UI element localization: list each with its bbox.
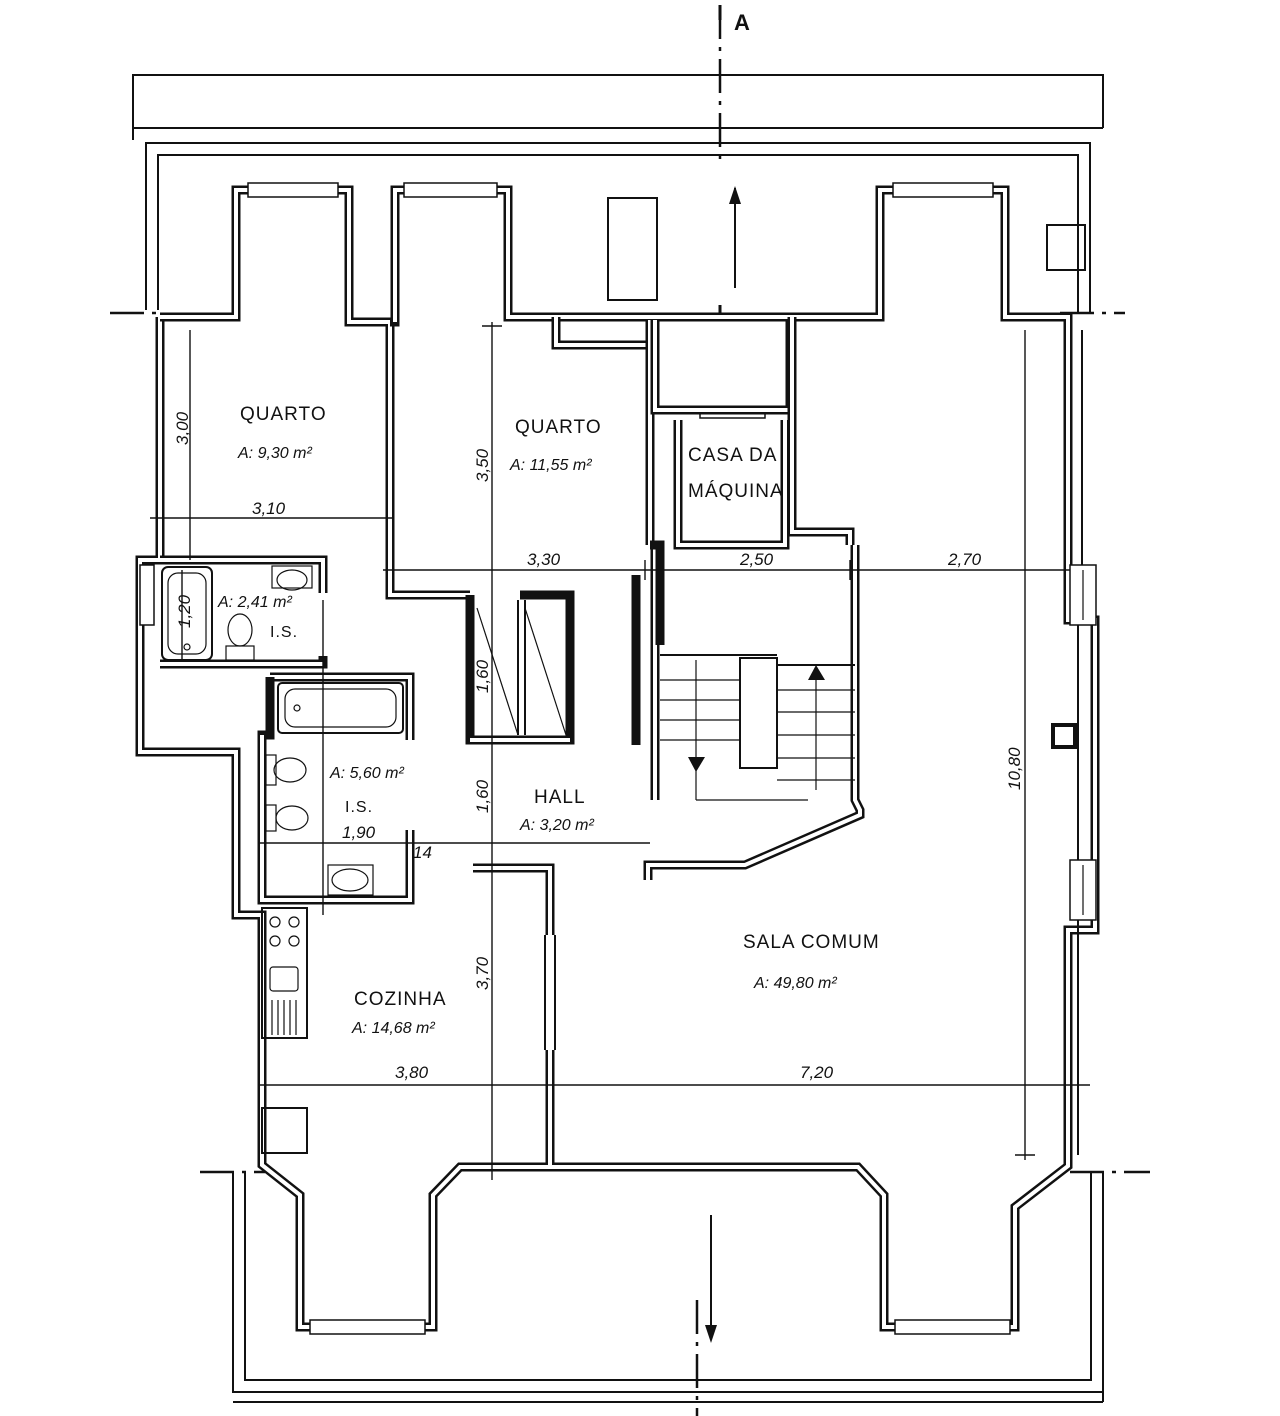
dim-hall-upper: 1,60 [473,659,492,693]
section-arrows [705,186,741,1343]
section-marker-a: A [734,10,750,35]
bathtub-1 [161,566,213,661]
quarto1-area: A: 9,30 m² [237,445,312,462]
dim-q1-height: 3,00 [173,411,192,445]
roof-outline [132,74,1104,1403]
dim-cozinha-height: 3,70 [473,956,492,990]
dim-cozinha-width: 3,80 [395,1063,429,1082]
sala-comum-label: SALA COMUM [743,932,880,953]
is2-area: A: 5,60 m² [329,765,404,782]
dim-stair-width: 2,50 [739,550,774,569]
quarto2-area: A: 11,55 m² [509,457,592,474]
exterior-walls [135,185,1100,1332]
casa-maquina-label-1: CASA DA [688,445,777,466]
staircase [660,654,855,801]
dim-sala-width: 7,20 [800,1063,834,1082]
dim-q1-width: 3,10 [252,499,286,518]
casa-maquina-label-2: MÁQUINA [688,481,784,502]
dim-sala-upper-width: 2,70 [947,550,982,569]
dim-is2-width: 1,90 [342,823,376,842]
right-wall-detail [1046,224,1097,1155]
sala-comum-area: A: 49,80 m² [753,975,837,992]
hall-area: A: 3,20 m² [519,817,594,834]
dim-sala-height: 10,80 [1005,747,1024,790]
kitchen-counter [261,907,308,1039]
bathtub-2 [277,682,404,734]
skylight [607,197,658,301]
hall-label: HALL [534,787,586,808]
interior-walls [160,317,865,1165]
dim-q2-width: 3,30 [527,550,561,569]
dim-wall-thickness: 14 [413,843,432,862]
dimension-lines [150,322,1090,1180]
cozinha-area: A: 14,68 m² [351,1020,435,1037]
hall-door-swings [476,600,567,736]
toilet-1 [225,565,313,661]
is2-label: I.S. [345,799,373,816]
dim-hall-lower: 1,60 [473,779,492,813]
section-cut-line-a [695,5,722,1416]
cozinha-label: COZINHA [354,989,447,1010]
dim-q2-height: 3,50 [473,448,492,482]
toilet-2 [265,754,374,896]
quarto2-label: QUARTO [515,417,602,438]
dim-is1-height: 1,20 [175,594,194,628]
is1-area: A: 2,41 m² [217,594,292,611]
windows-top [139,182,1011,1335]
is1-label: I.S. [270,624,298,641]
quarto1-label: QUARTO [240,404,327,425]
